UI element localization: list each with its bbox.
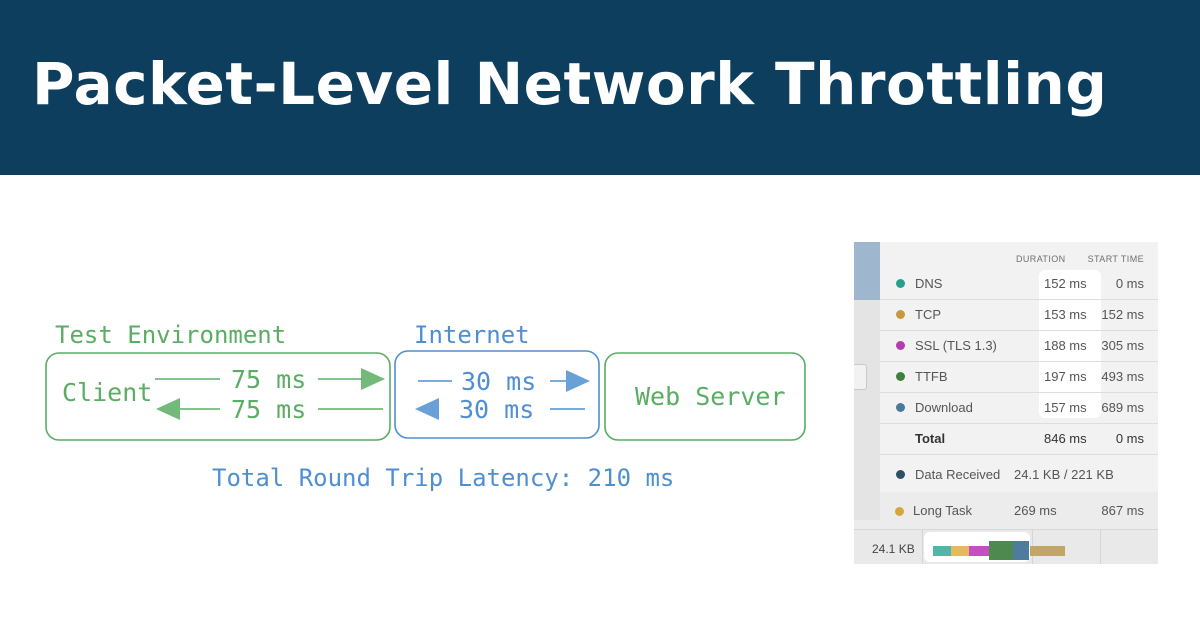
total-latency-label: Total Round Trip Latency: 210 ms: [212, 464, 674, 492]
row-duration: 188 ms: [1044, 338, 1087, 353]
row-start: 305 ms: [1101, 338, 1144, 353]
long-task-name: Long Task: [913, 503, 973, 518]
internet-downstream-latency: 30 ms: [459, 395, 534, 424]
row-name: SSL (TLS 1.3): [915, 338, 997, 353]
timing-card: DURATION START TIME DNS 152 ms 0 ms TCP …: [880, 242, 1158, 492]
row-duration: 197 ms: [1044, 369, 1087, 384]
internet-upstream-latency: 30 ms: [461, 367, 536, 396]
client-downstream-arrowhead: [156, 398, 180, 420]
ssl-color-dot: [896, 341, 905, 350]
ttfb-color-dot: [896, 372, 905, 381]
data-received-row: Data Received 24.1 KB / 221 KB: [880, 460, 1158, 492]
page-title: Packet-Level Network Throttling: [32, 50, 1108, 118]
test-environment-label: Test Environment: [55, 321, 286, 349]
tcp-color-dot: [896, 310, 905, 319]
panel-side-strip: [854, 300, 880, 520]
row-duration: 152 ms: [1044, 276, 1087, 291]
ssl-bar-segment: [969, 546, 989, 556]
row-name: DNS: [915, 276, 943, 291]
long-task-bar-segment: [1030, 546, 1065, 556]
timing-row-tcp: TCP 153 ms 152 ms: [880, 299, 1158, 331]
test-environment-box: [45, 352, 391, 441]
timing-row-ssl: SSL (TLS 1.3) 188 ms 305 ms: [880, 330, 1158, 362]
long-task-dot: [895, 507, 904, 516]
row-start: 0 ms: [1115, 276, 1144, 291]
panel-background-edge: [854, 242, 880, 300]
data-received-dot: [896, 470, 905, 479]
grid-line: [1100, 530, 1101, 564]
download-bar-segment: [1013, 541, 1029, 560]
internet-downstream-arrowhead: [415, 398, 439, 420]
web-server-label: Web Server: [635, 382, 786, 411]
internet-upstream-arrowhead: [566, 370, 590, 392]
client-downstream-latency: 75 ms: [231, 395, 306, 424]
client-upstream-arrowhead: [361, 368, 385, 390]
panel-select-control[interactable]: [854, 364, 867, 390]
row-name: TTFB: [915, 369, 948, 384]
row-duration: 153 ms: [1044, 307, 1087, 322]
duration-header: DURATION: [1016, 254, 1066, 264]
row-name: Download: [915, 400, 973, 415]
web-server-box: [604, 352, 806, 441]
row-duration: 157 ms: [1044, 400, 1087, 415]
data-received-name: Data Received: [915, 467, 1001, 482]
duration-highlight: [1039, 270, 1101, 418]
long-task-row: Long Task 269 ms 867 ms: [880, 496, 1158, 526]
waterfall-panel: DURATION START TIME DNS 152 ms 0 ms TCP …: [854, 242, 1158, 564]
waterfall-bar-highlight: [924, 532, 1030, 562]
client-upstream-latency: 75 ms: [231, 365, 306, 394]
grid-line: [922, 530, 923, 564]
total-start: 0 ms: [1115, 431, 1144, 446]
data-received-value: 24.1 KB / 221 KB: [1014, 467, 1114, 482]
waterfall-bar-strip: 24.1 KB: [854, 529, 1158, 564]
dns-color-dot: [896, 279, 905, 288]
total-duration: 846 ms: [1044, 431, 1087, 446]
row-start: 689 ms: [1101, 400, 1144, 415]
internet-label: Internet: [414, 321, 530, 349]
timing-row-total: Total 846 ms 0 ms: [880, 423, 1158, 455]
timing-row-dns: DNS 152 ms 0 ms: [880, 268, 1158, 300]
timing-row-ttfb: TTFB 197 ms 493 ms: [880, 361, 1158, 393]
internet-box: [394, 350, 600, 439]
tcp-bar-segment: [951, 546, 969, 556]
timing-row-download: Download 157 ms 689 ms: [880, 392, 1158, 424]
long-task-duration: 269 ms: [1014, 503, 1057, 518]
row-start: 493 ms: [1101, 369, 1144, 384]
bottom-size-label: 24.1 KB: [872, 542, 915, 556]
long-task-start: 867 ms: [1101, 503, 1144, 518]
row-name: TCP: [915, 307, 941, 322]
client-label: Client: [62, 378, 152, 407]
ttfb-bar-segment: [989, 541, 1013, 560]
download-color-dot: [896, 403, 905, 412]
dns-bar-segment: [933, 546, 951, 556]
title-banner: Packet-Level Network Throttling: [0, 0, 1200, 175]
row-start: 152 ms: [1101, 307, 1144, 322]
start-time-header: START TIME: [1087, 254, 1144, 264]
total-name: Total: [915, 431, 946, 446]
